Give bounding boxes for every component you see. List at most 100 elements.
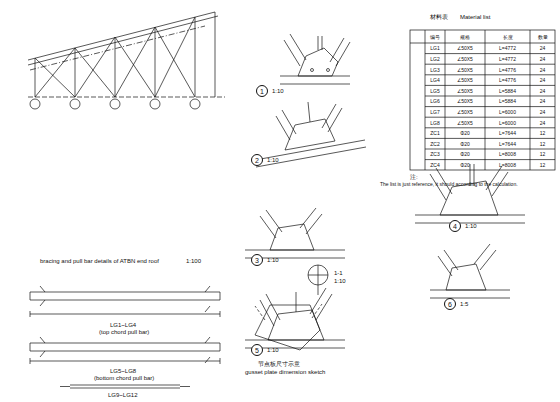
callout-number: 5	[255, 347, 259, 354]
table-cell: L=4772	[499, 56, 516, 61]
table-rule	[425, 106, 555, 107]
truss-vertical	[115, 38, 116, 97]
table-cell: L=8008	[499, 152, 516, 157]
table-cell: 24	[540, 46, 546, 51]
drawing-label: (top chord pull bar)	[99, 329, 149, 335]
drawing-label: 1:100	[186, 258, 201, 264]
drawing-label: 1:10	[267, 347, 279, 353]
table-cell: 长度	[503, 34, 513, 39]
table-cell: L=7644	[499, 131, 516, 136]
table-note: The list is just reference, it should ac…	[380, 182, 555, 187]
table-cell: 编号	[430, 34, 440, 39]
table-cell: ∠50X5	[457, 46, 473, 51]
detail-callout: 5	[251, 344, 263, 356]
table-rule	[425, 149, 555, 150]
table-rule	[425, 159, 555, 160]
table-cell: L=5884	[499, 88, 516, 93]
detail-callout: 3	[251, 254, 263, 266]
drawing-label: 节点板尺寸示意	[258, 361, 300, 367]
table-note: 注:	[410, 174, 418, 180]
table-cell: LG6	[430, 99, 439, 104]
drawing-label: LG1~LG4	[110, 322, 136, 328]
table-rule	[425, 96, 555, 97]
drawing-label: 1:10	[334, 278, 346, 284]
table-cell: LG3	[430, 67, 439, 72]
drawing-label: 1-1	[334, 270, 343, 276]
table-cell: Φ20	[460, 141, 470, 146]
table-cell: ZC3	[430, 152, 439, 157]
table-cell: 12	[540, 141, 546, 146]
drawing-label: 1:5	[460, 301, 468, 307]
truss-vertical	[75, 48, 76, 97]
table-cell: 24	[540, 56, 546, 61]
table-cell: ZC1	[430, 131, 439, 136]
drawing-label: gusset plate dimension sketch	[245, 369, 325, 375]
callout-number: 3	[255, 257, 259, 264]
table-cell: ZC2	[430, 141, 439, 146]
table-cell: L=4776	[499, 67, 516, 72]
drawing-label: LG5~LG8	[110, 368, 136, 374]
table-cell: 24	[540, 67, 546, 72]
table-cell: L=7644	[499, 141, 516, 146]
callout-number: 6	[448, 301, 452, 308]
table-cell: 24	[540, 99, 546, 104]
detail-callout: 2	[251, 154, 263, 166]
drawing-label: bracing and pull bar details of ATBN end…	[40, 258, 159, 264]
table-rule	[425, 53, 555, 54]
detail-callout: 4	[449, 220, 461, 232]
table-cell: 24	[540, 109, 546, 114]
table-cell: ZC4	[430, 162, 439, 167]
table-cell: LG1	[430, 46, 439, 51]
table-cell: 24	[540, 88, 546, 93]
axis-bubble	[70, 99, 80, 109]
table-cell: 12	[540, 152, 546, 157]
table-rule	[425, 138, 555, 139]
detail-callout: 1	[256, 85, 268, 97]
table-rule	[425, 127, 555, 128]
detail-callout: 6	[444, 298, 456, 310]
table-note: 材料表	[430, 14, 448, 20]
table-cell: 数量	[538, 34, 548, 39]
truss-vertical	[215, 12, 216, 97]
table-cell: LG2	[430, 56, 439, 61]
drawing-label: (bottom chord pull bar)	[94, 375, 154, 381]
axis-bubble	[110, 99, 120, 109]
drawing-label: 1:10	[465, 223, 477, 229]
callout-number: 4	[453, 223, 457, 230]
table-cell: LG8	[430, 120, 439, 125]
table-cell: ∠50X5	[457, 88, 473, 93]
callout-number: 2	[255, 157, 259, 164]
drawing-label: 1:10	[267, 257, 279, 263]
table-cell: ∠50X5	[457, 120, 473, 125]
table-cell: ∠50X5	[457, 99, 473, 104]
table-cell: L=6000	[499, 109, 516, 114]
table-cell: ∠50X5	[457, 109, 473, 114]
callout-number: 1	[260, 88, 264, 95]
table-rule	[425, 85, 555, 86]
drawing-label: 1:10	[267, 157, 279, 163]
table-cell: Φ20	[460, 131, 470, 136]
axis-bubble	[30, 99, 40, 109]
table-note: Material list	[460, 14, 490, 20]
axis-bubble	[190, 99, 200, 109]
table-cell: L=5884	[499, 99, 516, 104]
truss-vertical	[35, 58, 36, 97]
truss-vertical	[195, 17, 196, 97]
table-cell: LG5	[430, 88, 439, 93]
table-cell: Φ20	[460, 152, 470, 157]
table-cell: L=8008	[499, 162, 516, 167]
table-cell: 12	[540, 131, 546, 136]
table-cell: L=6000	[499, 120, 516, 125]
table-cell: ∠50X5	[457, 78, 473, 83]
table-rule	[425, 117, 555, 118]
table-cell: LG7	[430, 109, 439, 114]
table-cell: 规格	[460, 34, 470, 39]
drawing-label: LG9~LG12	[108, 392, 138, 398]
table-cell: L=4772	[499, 46, 516, 51]
drawing-label: 1:10	[272, 88, 284, 94]
table-cell: ∠50X5	[457, 67, 473, 72]
table-cell: ∠50X5	[457, 56, 473, 61]
table-cell: 24	[540, 78, 546, 83]
truss-vertical	[155, 27, 156, 97]
